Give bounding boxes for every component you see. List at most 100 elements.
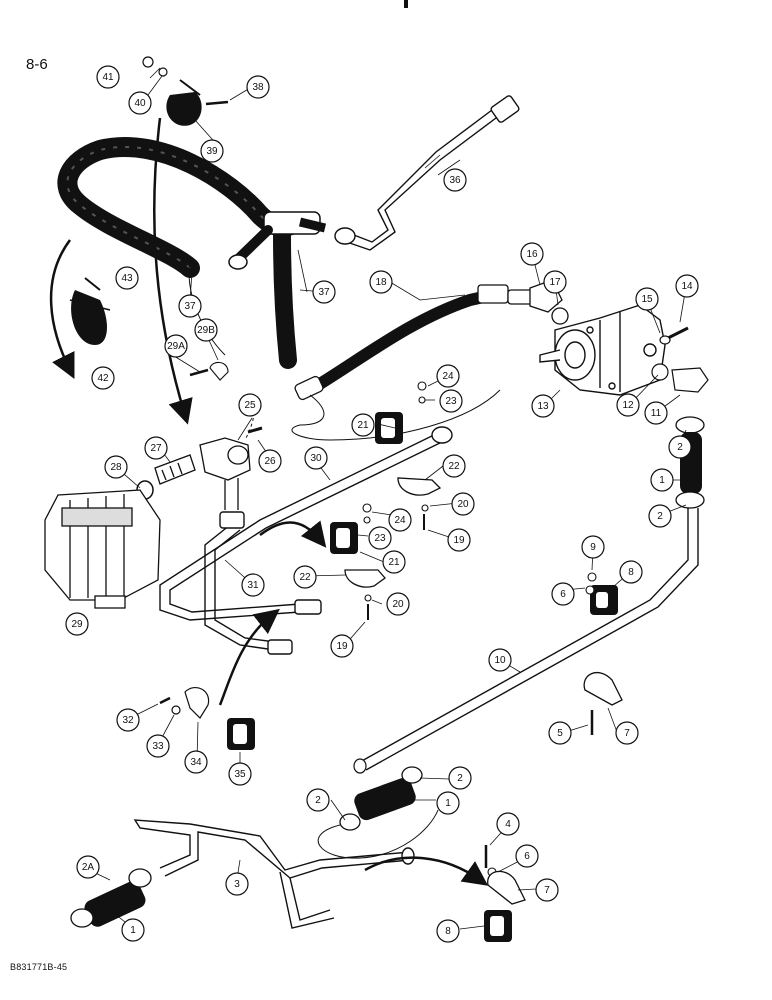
hardware-19-20-23-24 [362,381,429,620]
callout-circle [91,366,115,390]
strap-7-lower [487,870,526,905]
callout-circle [246,75,270,99]
callout-1-52: 1 [436,791,460,815]
callout-circle [293,565,317,589]
lower-left-hose-1 [70,868,152,928]
callout-18-11: 18 [369,270,393,294]
callout-29b-10: 29B [194,318,218,342]
strap-22 [344,477,442,588]
callout-number: 11 [651,408,662,419]
callout-number: 20 [457,499,469,510]
tube-3 [133,819,415,929]
callout-31-46: 31 [241,573,265,597]
callout-circle [543,270,567,294]
callout-number: 4 [505,819,511,830]
top-fragment [404,0,408,8]
callout-circle [76,855,100,879]
callout-number: 22 [448,461,460,472]
callout-number: 7 [544,885,550,896]
callout-circle [144,436,168,460]
callout-41-0: 41 [96,65,120,89]
callout-number: 26 [264,456,276,467]
callout-1-20: 1 [650,468,674,492]
callout-number: 28 [110,462,122,473]
callout-number: 14 [681,281,693,292]
callout-circle [436,791,460,815]
callout-number: 1 [659,475,665,486]
callout-2-51: 2 [448,766,472,790]
callout-circle [304,446,328,470]
callout-7-59: 7 [535,878,559,902]
nut-9 [587,572,597,582]
callout-37-5: 37 [178,294,202,318]
callout-circle [200,139,224,163]
callout-circle [447,528,471,552]
callout-circle [581,535,605,559]
callout-11-18: 11 [644,401,668,425]
callout-15-15: 15 [635,287,659,311]
callout-number: 2 [657,511,663,522]
callout-number: 24 [394,515,406,526]
callout-17-13: 17 [543,270,567,294]
callout-number: 29B [197,325,215,336]
callout-circle [535,878,559,902]
callout-29a-9: 29A [164,334,188,358]
callout-circle [619,560,643,584]
callout-28-44: 28 [104,455,128,479]
callout-number: 2 [315,795,321,806]
callout-number: 21 [357,420,369,431]
callout-number: 42 [97,373,109,384]
callout-circle [178,294,202,318]
callout-12-17: 12 [616,393,640,417]
callout-circle [488,648,512,672]
callout-number: 16 [526,249,538,260]
callout-10-25: 10 [488,648,512,672]
callout-number: 15 [641,294,653,305]
callout-30-31: 30 [304,446,328,470]
callout-circle [194,318,218,342]
elbow-fitting-16 [507,279,569,325]
callout-number: 2A [82,862,95,873]
callout-circle [369,270,393,294]
callout-24-28: 24 [436,364,460,388]
hose-18 [291,284,511,441]
callout-circle [115,266,139,290]
callout-14-14: 14 [675,274,699,298]
callout-2-21: 2 [648,504,672,528]
callout-number: 32 [122,715,134,726]
callout-number: 37 [184,301,196,312]
callout-26-42: 26 [258,449,282,473]
callout-42-8: 42 [91,366,115,390]
callout-circle [146,734,170,758]
callout-number: 5 [557,728,563,739]
callout-circle [436,364,460,388]
control-valve-29 [44,489,161,609]
callout-16-12: 16 [520,242,544,266]
callout-circle [330,634,354,658]
callout-number: 35 [234,769,246,780]
tube-31 [204,511,293,655]
callout-2-53: 2 [306,788,330,812]
figure-code: B831771B-45 [10,962,68,972]
callout-27-43: 27 [144,436,168,460]
callout-number: 20 [392,599,404,610]
callout-circle [648,504,672,528]
callout-number: 21 [388,557,400,568]
callout-circle [128,91,152,115]
callout-circle [616,393,640,417]
callout-circle [164,334,188,358]
curved-arrows [49,117,489,886]
callout-number: 25 [244,400,256,411]
clip-39 [142,56,229,126]
callout-32-47: 32 [116,708,140,732]
callout-circle [65,612,89,636]
lower-hose-1 [339,766,423,831]
callout-23-36: 23 [368,526,392,550]
callout-21-30: 21 [351,413,375,437]
callout-number: 19 [453,535,465,546]
callout-20-39: 20 [386,592,410,616]
callout-number: 12 [622,400,634,411]
callout-35-50: 35 [228,762,252,786]
callout-circle [368,526,392,550]
